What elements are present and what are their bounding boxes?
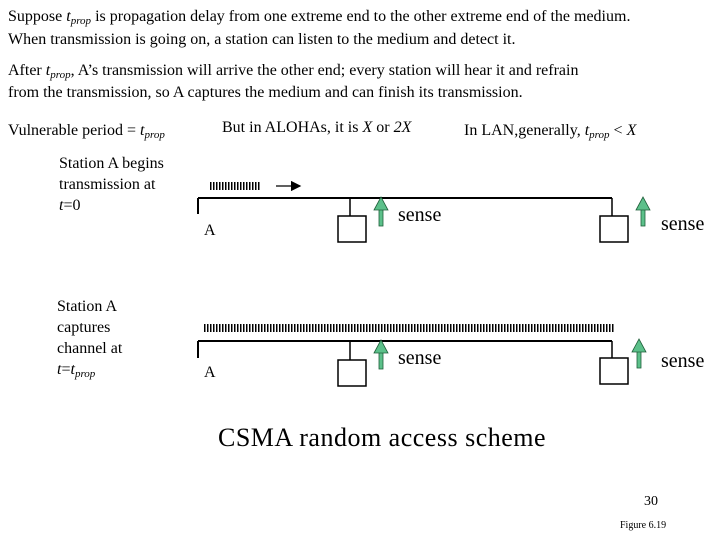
sense-arrow: [635, 196, 651, 227]
lan-note: In LAN,generally, tprop < X: [464, 122, 637, 141]
figure-label: Figure 6.19: [620, 520, 667, 531]
signal-burst: [210, 182, 260, 190]
intro-line-4: from the transmission, so A captures the…: [8, 84, 523, 101]
scenario1-diagram: [197, 180, 651, 243]
diagram-caption: CSMA random access scheme: [218, 423, 547, 452]
sense-label: sense: [398, 204, 442, 226]
station-box: [337, 215, 367, 243]
sense-arrow: [373, 339, 389, 370]
intro-line-2: When transmission is going on, a station…: [8, 31, 516, 48]
sense-label: sense: [398, 347, 442, 369]
sense-label: sense: [661, 213, 705, 235]
scenario2-diagram: [197, 324, 647, 387]
aloha-note: But in ALOHAs, it is X or 2X: [222, 119, 412, 136]
scenario2-label: Station A captures channel at t=tprop: [57, 298, 123, 380]
sense-arrow: [631, 338, 647, 369]
scenario1-label: Station A begins transmission at t=0: [59, 155, 164, 214]
intro-line-3: After tprop, A’s transmission will arriv…: [8, 62, 579, 81]
station-box: [599, 215, 629, 243]
page-number: 30: [644, 494, 658, 509]
vulnerable-period-label: Vulnerable period = tprop: [8, 122, 165, 141]
signal-full-channel: [204, 324, 614, 332]
station-box: [599, 357, 629, 385]
station-box: [337, 359, 367, 387]
sense-arrow: [373, 196, 389, 227]
sense-label: sense: [661, 350, 705, 372]
intro-line-1: Suppose tprop is propagation delay from …: [8, 8, 631, 27]
station-a-label: A: [204, 222, 216, 239]
station-a-label: A: [204, 364, 216, 381]
